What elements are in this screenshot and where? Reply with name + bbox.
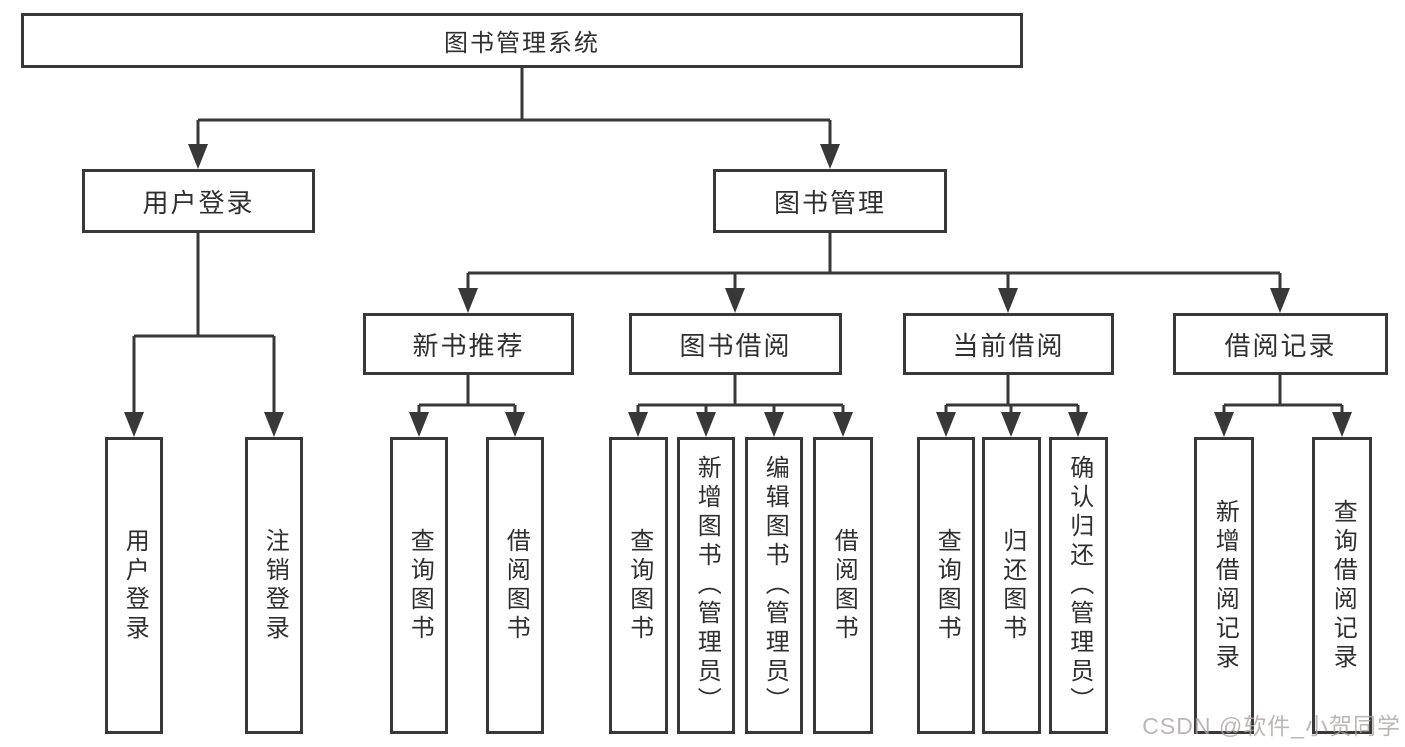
node-newbook-query-book-label: 查询图书: [406, 527, 434, 644]
node-new-book-recommend-label: 新书推荐: [412, 330, 525, 361]
node-add-book-admin: 新增图书（管理员）: [677, 437, 735, 734]
node-confirm-return-admin-label: 确认归还（管理员）: [1065, 455, 1093, 716]
node-borrowing-records-label: 借阅记录: [1224, 330, 1337, 361]
node-add-borrow-record-label: 新增借阅记录: [1211, 498, 1239, 673]
node-user-login-leaf-label: 用户登录: [121, 527, 149, 644]
node-logout: 注销登录: [245, 437, 303, 734]
node-newbook-query-book: 查询图书: [390, 437, 448, 734]
node-root-label: 图书管理系统: [444, 30, 600, 57]
node-current-borrowing: 当前借阅: [903, 313, 1114, 375]
node-borrowing-query-book-label: 查询图书: [625, 527, 653, 644]
node-book-borrowing: 图书借阅: [629, 313, 842, 375]
node-newbook-borrow-book: 借阅图书: [486, 437, 544, 734]
node-user-login-leaf: 用户登录: [105, 437, 163, 734]
node-book-borrowing-label: 图书借阅: [679, 330, 792, 361]
node-query-borrow-record: 查询借阅记录: [1312, 437, 1372, 734]
node-edit-book-admin-label: 编辑图书（管理员）: [761, 455, 789, 716]
node-borrowing-records: 借阅记录: [1173, 313, 1388, 375]
arrowheads: [124, 144, 1352, 437]
node-logout-label: 注销登录: [261, 527, 289, 644]
node-query-borrow-record-label: 查询借阅记录: [1329, 498, 1357, 673]
node-borrow-book-label: 借阅图书: [830, 527, 858, 644]
node-add-borrow-record: 新增借阅记录: [1194, 437, 1254, 734]
node-return-book: 归还图书: [982, 437, 1041, 734]
node-newbook-borrow-book-label: 借阅图书: [502, 527, 530, 644]
node-root: 图书管理系统: [21, 13, 1023, 68]
watermark: CSDN @软件_小贺同学: [1142, 713, 1401, 739]
node-edit-book-admin: 编辑图书（管理员）: [745, 437, 803, 734]
node-current-query-book-label: 查询图书: [933, 527, 961, 644]
node-borrowing-query-book: 查询图书: [609, 437, 668, 734]
node-new-book-recommend: 新书推荐: [363, 313, 574, 375]
node-book-management-label: 图书管理: [773, 187, 886, 218]
node-borrow-book: 借阅图书: [813, 437, 873, 734]
node-user-login: 用户登录: [82, 169, 315, 233]
node-book-management: 图书管理: [713, 169, 947, 233]
node-current-query-book: 查询图书: [917, 437, 975, 734]
node-user-login-label: 用户登录: [142, 187, 255, 218]
node-return-book-label: 归还图书: [998, 527, 1026, 644]
node-add-book-admin-label: 新增图书（管理员）: [693, 455, 721, 716]
node-current-borrowing-label: 当前借阅: [952, 330, 1065, 361]
node-confirm-return-admin: 确认归还（管理员）: [1049, 437, 1108, 734]
